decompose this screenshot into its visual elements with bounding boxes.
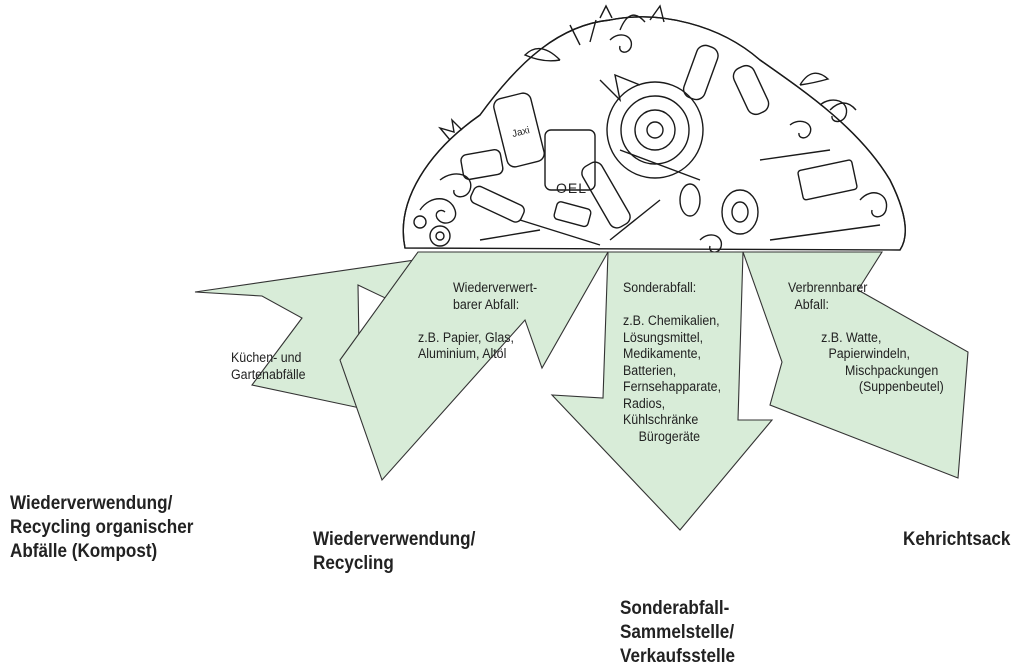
burnable-label-line: z.B. Watte, [821,329,882,345]
special-waste-arrow-label: Sonderabfall: z.B. Chemikalien, Lösungsm… [623,280,721,445]
special-label-line: Sonderabfall: [623,280,697,295]
recycling-label-line [418,313,537,330]
destination-line: Recycling organischer [10,517,194,538]
burnable-label-line: Mischpackungen [845,362,939,378]
burnable-label-line: Papierwindeln, [828,346,910,361]
destination-line: Sonderabfall- [620,598,730,619]
special-waste-arrow [550,251,774,531]
recycling-label-line: barer Abfall: [452,296,520,312]
recycling-arrow-label: Wiederverwert- barer Abfall: z.B. Papier… [418,280,537,363]
special-label-line: Lösungsmittel, [623,329,704,345]
recycling-label-line: Wiederverwert- [452,280,538,295]
destination-line: Sammelstelle/ [620,622,735,643]
special-label-line: Kühlschränke [623,412,699,427]
special-label-line: Batterien, [623,362,677,378]
destination-special-waste: Sonderabfall- Sammelstelle/ Verkaufsstel… [620,597,735,669]
compost-label-line: Gartenabfälle [231,366,306,382]
special-label-line [623,297,721,314]
burnable-label-line: (Suppenbeutel) [858,379,944,394]
special-label-line: Radios, [623,395,666,411]
destination-line: Kehrichtsack [903,529,1011,550]
compost-label-line: Küchen- und [231,350,302,365]
special-label-line: Fernsehapparate, [623,379,722,394]
destination-compost: Wiederverwendung/ Recycling organischer … [10,492,193,564]
compost-arrow-label: Küchen- und Gartenabfälle [231,350,306,383]
recycling-label-line: z.B. Papier, Glas, [418,329,514,345]
burnable-waste-arrow-label: Verbrennbarer Abfall: z.B. Watte, Papier… [788,280,944,396]
recycling-label-line: Aluminium, Altöl [418,346,507,361]
burnable-label-line: Abfall: [794,296,829,312]
pile-label-oel: OEL [556,180,588,196]
destination-line: Wiederverwendung/ [10,493,173,514]
special-label-line: z.B. Chemikalien, [623,313,720,328]
recycling-arrow [339,251,609,482]
destination-line: Recycling [313,553,394,574]
burnable-label-line [788,313,944,330]
burnable-label-line: Verbrennbarer [788,280,868,295]
destination-household-waste: Kehrichtsack [903,528,1010,552]
waste-pile-drawing [402,4,906,253]
destination-line: Wiederverwendung/ [313,529,476,550]
destination-line: Abfälle (Kompost) [10,541,158,562]
burnable-waste-arrow [742,251,969,479]
destination-line: Verkaufsstelle [620,646,736,667]
special-label-line: Bürogeräte [638,428,701,444]
destination-recycling: Wiederverwendung/ Recycling [313,528,475,576]
special-label-line: Medikamente, [623,346,702,361]
